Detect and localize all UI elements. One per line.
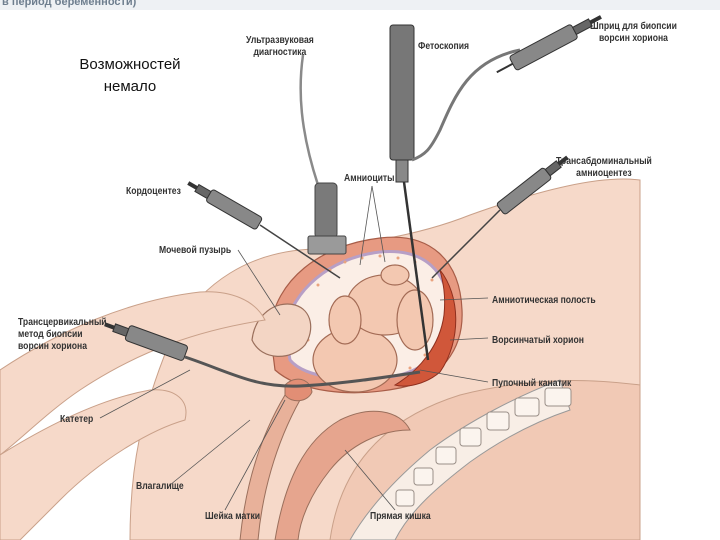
label-transcervical: Трансцервикальный метод биопсии ворсин х… xyxy=(18,316,107,352)
ultrasound-probe-handle xyxy=(314,182,338,239)
fetus xyxy=(312,264,434,393)
bladder xyxy=(251,303,312,357)
fetoscope-body xyxy=(389,24,415,161)
overlay-caption-line1: Возможностей xyxy=(79,56,181,73)
label-catheter: Катетер xyxy=(60,413,94,425)
label-ultrasound: Ультразвуковая диагностика xyxy=(246,34,314,58)
label-rectum: Прямая кишка xyxy=(370,510,431,522)
leader-lines xyxy=(99,185,489,511)
placenta xyxy=(393,269,457,387)
label-transabdominal: Трансабдоминальный амниоцентез xyxy=(556,155,652,179)
cordocentesis-syringe xyxy=(187,181,263,230)
label-syringe-cvs: Шприц для биопсии ворсин хориона xyxy=(590,20,677,44)
ultrasound-probe-head xyxy=(307,235,347,255)
overlay-caption: Возможностей немало xyxy=(60,54,200,98)
label-fetoscopy: Фетоскопия xyxy=(418,40,470,52)
cervix xyxy=(284,378,313,402)
label-bladder: Мочевой пузырь xyxy=(159,244,232,256)
fetoscope-tip xyxy=(395,159,409,183)
fetoscope-shaft xyxy=(402,181,430,361)
label-amniocytes: Амниоциты xyxy=(344,172,395,184)
rectum xyxy=(274,410,411,540)
transabdominal-syringe xyxy=(496,155,569,215)
transabdominal-needle xyxy=(431,209,501,279)
cordocentesis-needle xyxy=(259,224,341,279)
ultrasound-cable xyxy=(299,54,320,186)
thigh xyxy=(0,291,266,456)
label-ultrasound-line1: Ультразвуковая xyxy=(246,34,314,46)
header-strip: в период беременности) xyxy=(0,0,720,10)
label-ultrasound-line2: диагностика xyxy=(253,46,307,58)
label-transabdominal-line2: амниоцентез xyxy=(576,167,632,179)
label-cordocentesis: Кордоцентез xyxy=(126,185,181,197)
label-amniotic-cavity: Амниотическая полость xyxy=(492,294,596,306)
catheter xyxy=(184,355,421,388)
overlay-caption-line2: немало xyxy=(103,78,157,95)
label-transabdominal-line1: Трансабдоминальный xyxy=(556,155,652,167)
header-title: в период беременности) xyxy=(2,0,137,8)
label-transcervical-line3: ворсин хориона xyxy=(18,340,88,352)
label-transcervical-line1: Трансцервикальный xyxy=(18,316,107,328)
cvs-syringe-tube xyxy=(411,48,521,162)
buttock xyxy=(0,389,187,540)
label-syringe-cvs-line2: ворсин хориона xyxy=(598,32,668,44)
label-syringe-cvs-line1: Шприц для биопсии xyxy=(590,20,677,32)
transcervical-syringe xyxy=(104,322,188,361)
label-transcervical-line2: метод биопсии xyxy=(18,328,83,340)
cvs-syringe xyxy=(496,15,602,74)
vertebrae xyxy=(395,387,572,507)
label-chorion: Ворсинчатый хорион xyxy=(492,334,584,346)
label-cervix: Шейка матки xyxy=(205,510,261,522)
label-vagina: Влагалище xyxy=(136,480,184,492)
label-umbilical-cord: Пупочный канатик xyxy=(492,377,572,389)
